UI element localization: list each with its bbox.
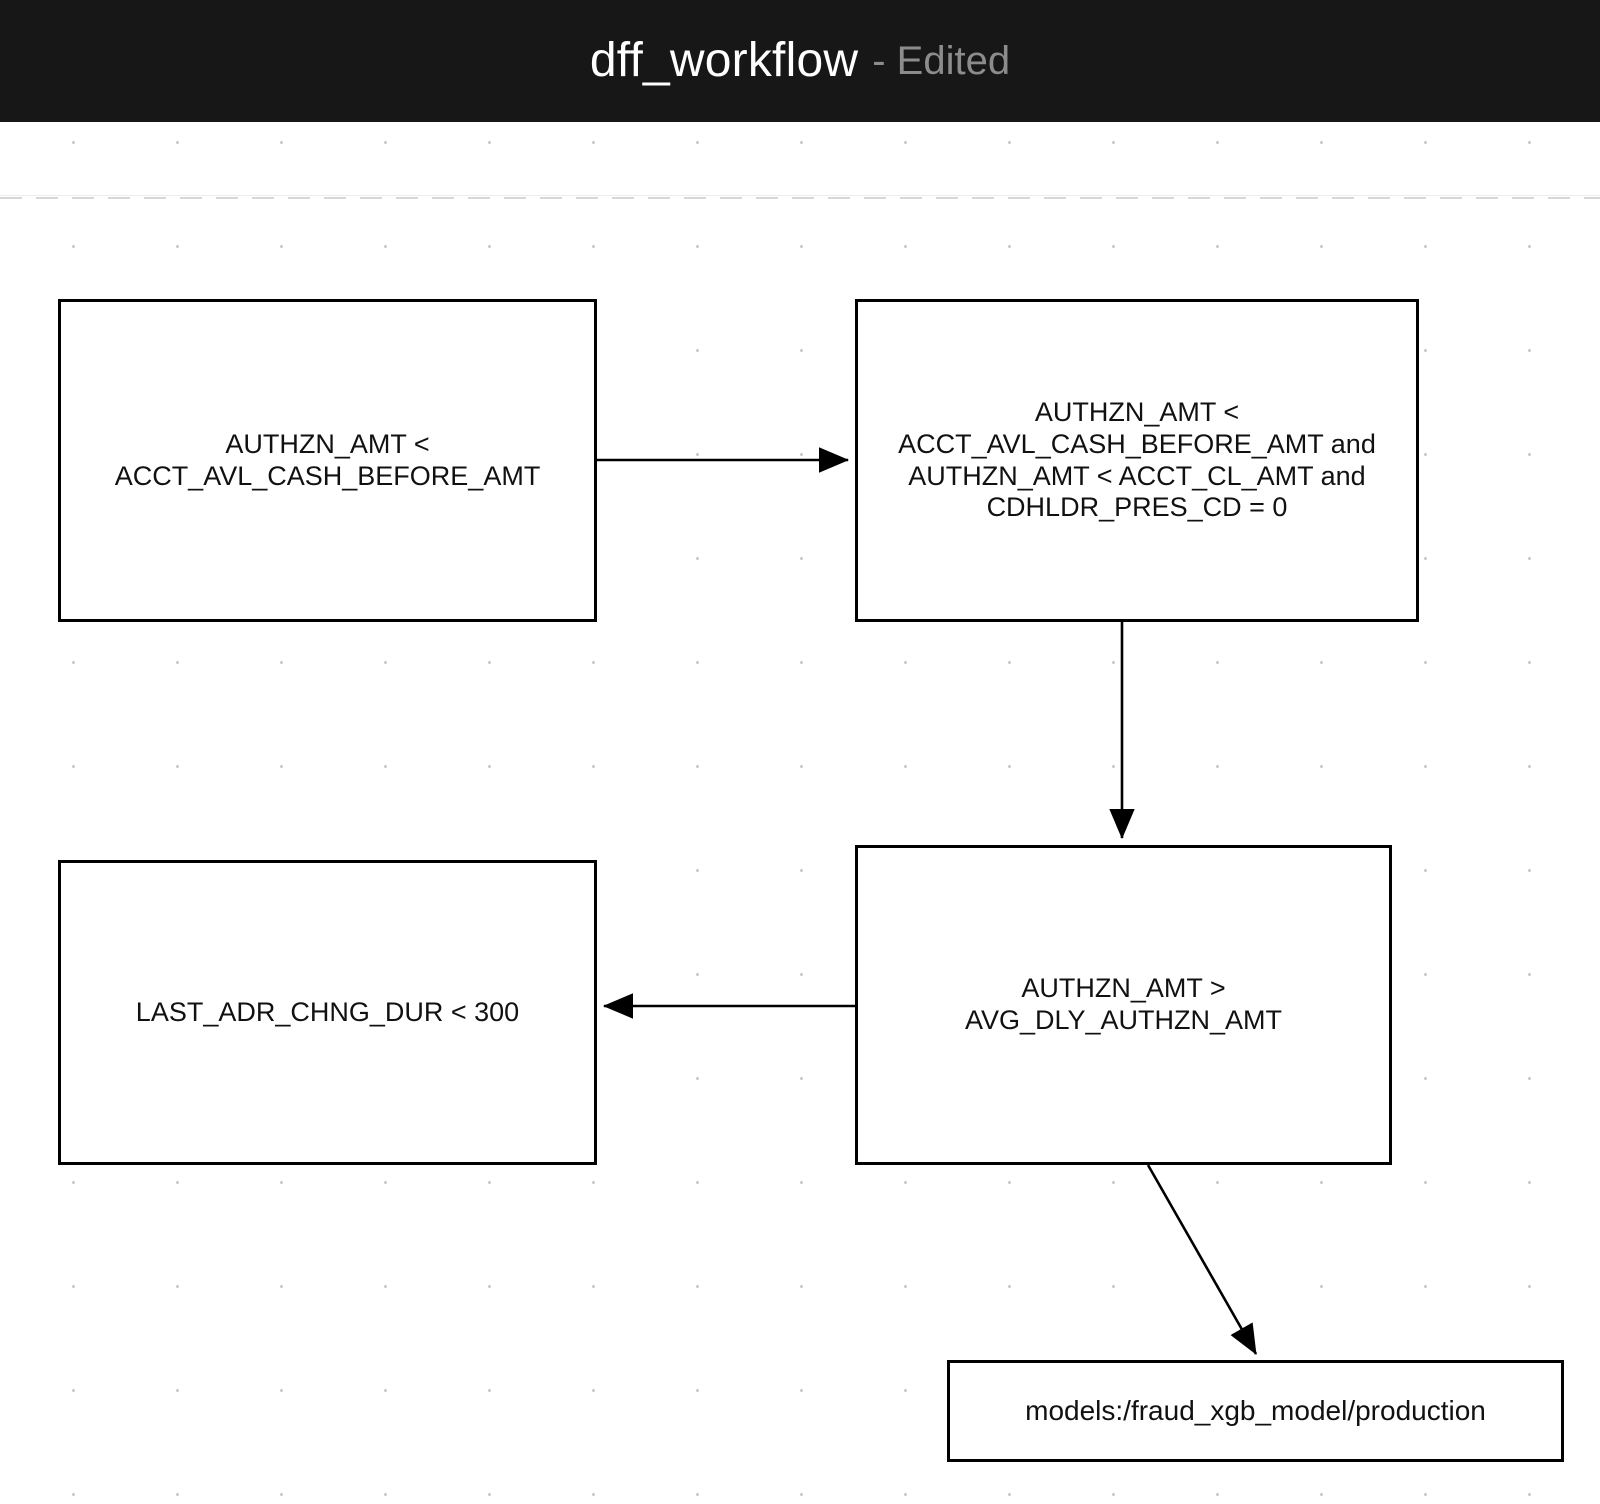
document-modified-state: - Edited	[872, 39, 1011, 83]
flow-node-model-production[interactable]: models:/fraud_xgb_model/production	[947, 1360, 1564, 1462]
canvas-ruler-ticks	[0, 197, 1600, 199]
flow-node-authzn-gt-avg-dly[interactable]: AUTHZN_AMT > AVG_DLY_AUTHZN_AMT	[855, 845, 1392, 1165]
document-title: dff_workflow	[589, 34, 859, 87]
window-titlebar: dff_workflow - Edited	[0, 0, 1600, 122]
canvas-ruler-line	[0, 195, 1600, 196]
flow-node-authzn-lt-avl-cash[interactable]: AUTHZN_AMT < ACCT_AVL_CASH_BEFORE_AMT	[58, 299, 597, 622]
flow-node-last-adr-chng-dur[interactable]: LAST_ADR_CHNG_DUR < 300	[58, 860, 597, 1165]
edge-node4-to-node5	[1146, 1164, 1258, 1355]
diagram-canvas[interactable]: AUTHZN_AMT < ACCT_AVL_CASH_BEFORE_AMT AU…	[0, 122, 1600, 1504]
flow-node-authzn-multi-condition[interactable]: AUTHZN_AMT < ACCT_AVL_CASH_BEFORE_AMT an…	[855, 299, 1419, 622]
